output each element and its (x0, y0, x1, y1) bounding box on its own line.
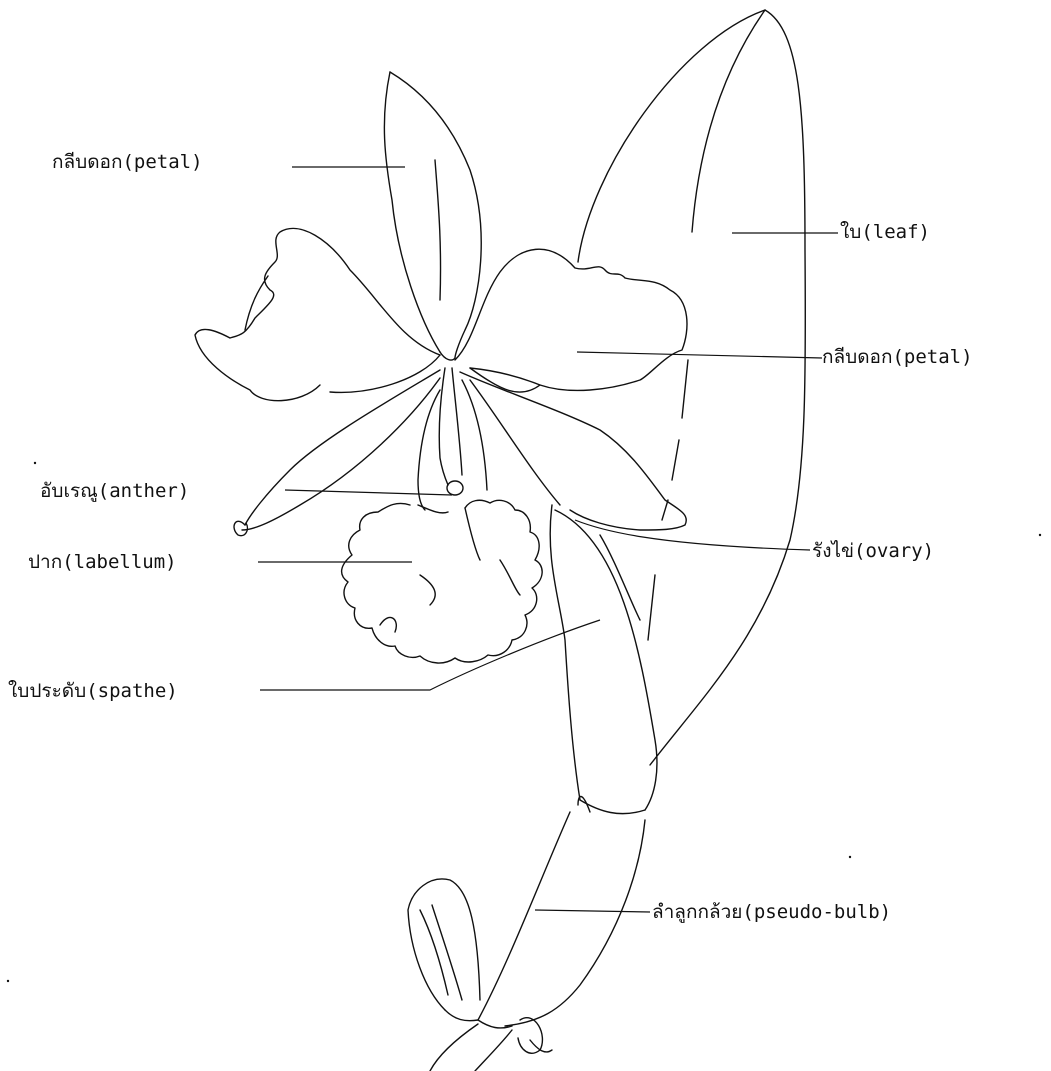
spathe-shape (550, 505, 657, 814)
lower-right-sepal-shape (460, 372, 686, 530)
label-labellum: ปาก(labellum) (28, 551, 177, 573)
speck (849, 856, 851, 858)
leader-petal-right (577, 352, 822, 358)
label-petal-right: กลีบดอก(petal) (822, 346, 973, 368)
right-petal-shape (455, 249, 687, 392)
lower-left-sepal-shape (234, 370, 440, 536)
label-pseudo-bulb: ลำลูกกล้วย(pseudo-bulb) (652, 901, 891, 923)
labellum-shape (342, 500, 543, 663)
leader-ovary (575, 520, 810, 550)
leader-lines (258, 167, 838, 912)
label-leaf: ใบ(leaf) (840, 221, 930, 243)
speck (1039, 534, 1041, 536)
upper-sepal-shape (384, 72, 481, 360)
label-petal-left: กลีบดอก(petal) (52, 151, 203, 173)
speck (34, 462, 36, 464)
label-spathe: ใบประดับ(spathe) (8, 680, 178, 702)
leader-pseudo-bulb (535, 910, 650, 912)
pseudo-bulb-shape (408, 812, 645, 1071)
left-petal-shape (195, 228, 440, 400)
label-group: กลีบดอก(petal) ใบ(leaf) กลีบดอก(petal) อ… (8, 151, 973, 923)
leader-spathe (260, 620, 600, 690)
leader-anther (285, 490, 452, 495)
label-anther: อับเรณู(anther) (40, 480, 189, 502)
label-ovary: รังไข่(ovary) (812, 540, 934, 562)
speck (7, 980, 9, 982)
